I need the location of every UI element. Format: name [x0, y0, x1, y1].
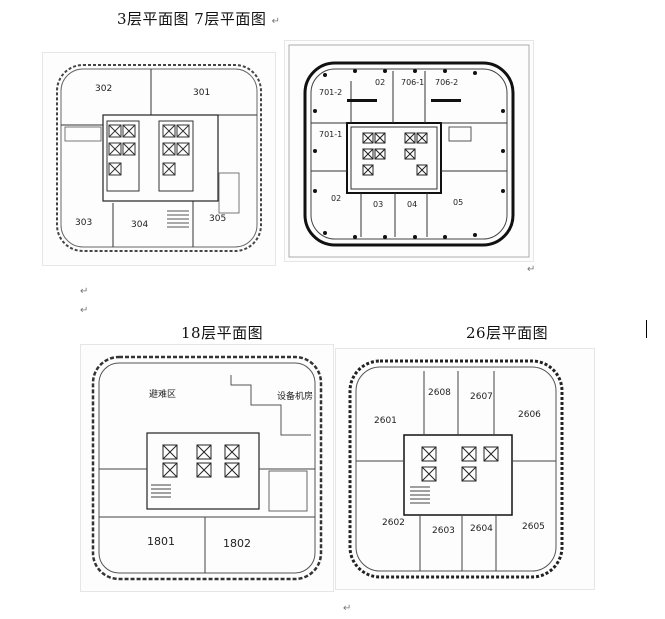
text-cursor	[646, 320, 647, 338]
room-label: 304	[131, 220, 148, 230]
room-label: 302	[95, 84, 112, 94]
room-label: 05	[453, 198, 463, 207]
room-label: 701-2	[319, 88, 342, 97]
paragraph-mark: ↵	[527, 264, 536, 275]
heading-floor-26: 26层平面图	[466, 324, 549, 342]
room-label: 701-1	[319, 130, 342, 139]
floor-18-plan: 避难区 设备机房 1801 1802	[80, 344, 334, 592]
room-label: 1802	[223, 537, 251, 550]
room-label: 2608	[428, 388, 451, 398]
floor-7-plan: 701-2 02 706-1 706-2 701-1 03 04 05 02	[284, 40, 534, 262]
room-label: 03	[373, 200, 383, 209]
paragraph-mark: ↵	[343, 603, 352, 614]
room-label: 2605	[522, 522, 545, 532]
room-label: 706-2	[435, 78, 458, 87]
paragraph-mark: ↵	[80, 305, 89, 316]
room-label: 301	[193, 88, 210, 98]
heading-floor-18: 18层平面图	[181, 324, 264, 342]
paragraph-mark: ↵	[271, 16, 281, 27]
paragraph-mark: ↵	[80, 286, 89, 297]
room-label: 设备机房	[277, 390, 313, 402]
room-label: 避难区	[149, 388, 176, 400]
room-label: 02	[331, 194, 341, 203]
room-label: 2604	[470, 524, 493, 534]
room-label: 02	[375, 78, 385, 87]
room-label: 2603	[432, 526, 455, 536]
floor-3-plan: 302 301 303 304 305	[42, 52, 276, 266]
room-label: 303	[75, 218, 92, 228]
floor-26-plan: 2608 2607 2601 2606 2602 2603 2604 2605	[335, 348, 595, 590]
room-label: 2602	[382, 518, 405, 528]
room-label: 2606	[518, 410, 541, 420]
room-label: 2601	[374, 416, 397, 426]
room-label: 04	[407, 200, 417, 209]
heading-floor-3-and-7: 3层平面图 7层平面图 ↵	[117, 10, 281, 28]
room-label: 305	[209, 214, 226, 224]
room-label: 706-1	[401, 78, 424, 87]
room-label: 2607	[470, 392, 493, 402]
room-label: 1801	[147, 535, 175, 548]
